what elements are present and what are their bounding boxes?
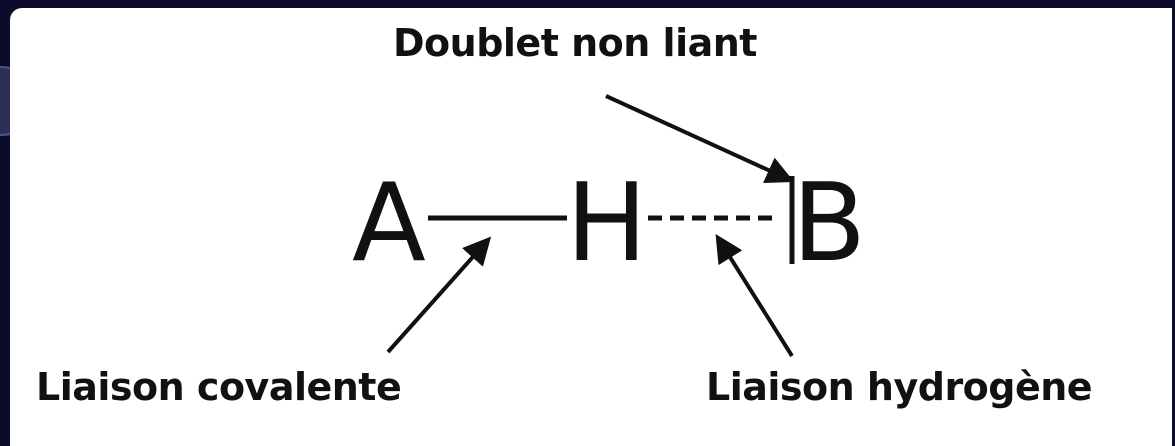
diagram-panel [10, 8, 1172, 446]
atom-a: A [352, 161, 426, 286]
lone-pair-label: Doublet non liant [393, 21, 757, 65]
arrow-to-hydrogen-bond [715, 234, 794, 358]
hydrogen-bond-label: Liaison hydrogène [706, 365, 1093, 409]
arrow-to-lone-pair [605, 94, 795, 184]
atom-h: H [566, 161, 648, 286]
atom-b: B [792, 161, 867, 286]
arrow-to-covalent-bond [386, 236, 492, 354]
covalent-bond-label: Liaison covalente [36, 365, 402, 409]
